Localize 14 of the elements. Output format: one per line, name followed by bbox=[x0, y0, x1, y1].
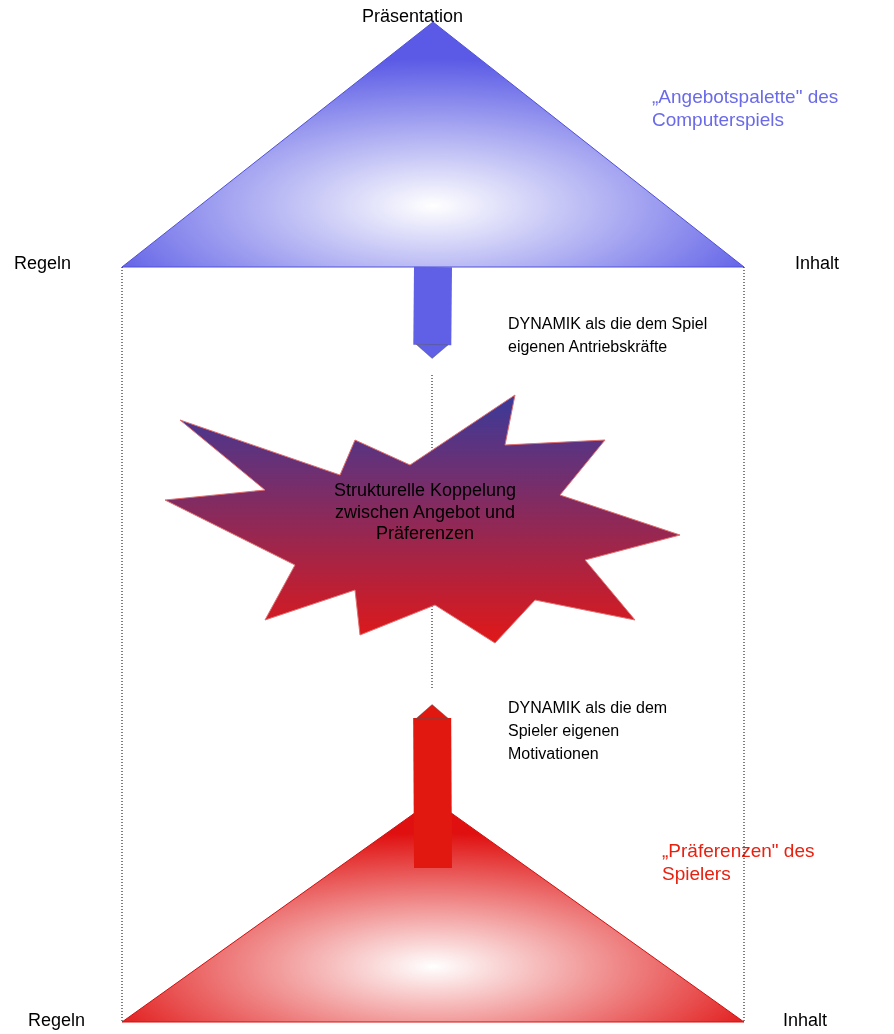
caption-text: „Angebotspalette" des Computerspiels bbox=[652, 86, 840, 132]
dotted-line bbox=[121, 266, 123, 1023]
vertex-label: Inhalt bbox=[783, 1010, 828, 1032]
caption-text: „Präferenzen" des Spielers bbox=[662, 840, 816, 886]
vertex-label: Präsentation bbox=[362, 6, 464, 28]
vertex-label: Regeln bbox=[14, 253, 72, 275]
edge-label: DYNAMIK als die dem Spiel eigenen Antriebskräfte bbox=[508, 314, 708, 358]
dotted-line bbox=[743, 266, 745, 1023]
block-arrow bbox=[413, 704, 452, 869]
vertex-label: Regeln bbox=[28, 1010, 86, 1032]
vertex-label: Inhalt bbox=[795, 253, 840, 275]
node-text: Strukturelle Koppelung zwischen Angebot und Präferenzen bbox=[332, 480, 518, 545]
block-arrow bbox=[413, 266, 452, 359]
edge-label: DYNAMIK als die dem Spieler eigenen Motivationen bbox=[508, 698, 669, 765]
